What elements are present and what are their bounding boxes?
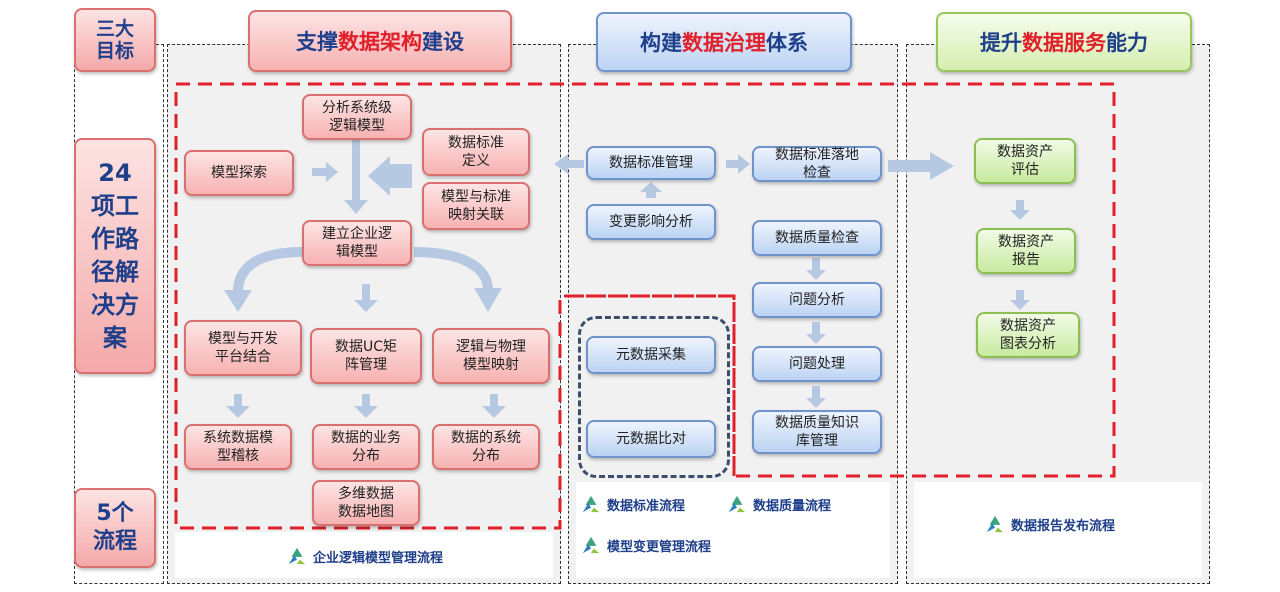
box-quality-knowledge: 数据质量知识 库管理: [752, 410, 882, 454]
label-24-work-items: 24 项工 作路 径解 决方 案: [74, 138, 156, 374]
header-highlight: 数据服务: [1022, 31, 1106, 55]
header-suffix: 体系: [766, 31, 808, 55]
arrow-down: [806, 386, 826, 408]
legend-model-change-flow: 模型变更管理流程: [580, 535, 711, 555]
box-issue-handling: 问题处理: [752, 346, 882, 382]
service-legend-area: [914, 482, 1202, 578]
box-metadata-collect: 元数据采集: [586, 336, 716, 374]
recycle-icon: [582, 536, 600, 554]
box-build-enterprise-model: 建立企业逻 辑模型: [302, 220, 412, 266]
arrow-left: [368, 156, 412, 196]
box-data-system-dist: 数据的系统 分布: [432, 424, 540, 470]
box-analysis-logic-model: 分析系统级 逻辑模型: [302, 94, 412, 140]
arrow-left: [554, 154, 584, 174]
box-model-explore: 模型探索: [184, 150, 294, 196]
box-system-data-audit: 系统数据模 型稽核: [184, 424, 292, 470]
arrow-down: [354, 284, 378, 312]
box-asset-chart: 数据资产 图表分析: [976, 312, 1080, 358]
box-model-dev-platform: 模型与开发 平台结合: [184, 320, 302, 376]
header-highlight: 数据治理: [682, 31, 766, 55]
box-asset-eval: 数据资产 评估: [974, 138, 1076, 184]
legend-label: 数据标准流程: [607, 498, 686, 514]
arrow-curve-left: [233, 247, 303, 293]
box-change-impact: 变更影响分析: [586, 204, 716, 240]
governance-legend-area: [576, 482, 890, 578]
arrow-down: [354, 394, 378, 418]
arrow-down: [226, 394, 250, 418]
box-data-uc-matrix: 数据UC矩 阵管理: [310, 328, 422, 384]
architecture-legend-area: [175, 532, 553, 578]
arrow-down: [806, 258, 826, 280]
header-data-architecture: 支撑数据架构建设: [248, 10, 512, 72]
legend-label: 数据质量流程: [753, 498, 832, 514]
legend-quality-flow: 数据质量流程: [726, 494, 831, 514]
box-standard-mgmt: 数据标准管理: [586, 146, 716, 180]
box-issue-analysis: 问题分析: [752, 282, 882, 318]
box-standard-check: 数据标准落地 检查: [752, 146, 882, 182]
box-multi-dim-map: 多维数据 数据地图: [312, 480, 420, 526]
box-quality-check: 数据质量检查: [752, 220, 882, 256]
header-data-service: 提升数据服务能力: [936, 12, 1192, 72]
legend-label: 企业逻辑模型管理流程: [313, 550, 444, 566]
arrow-down: [344, 140, 368, 214]
legend-enterprise-logic-flow: 企业逻辑模型管理流程: [286, 546, 443, 566]
header-data-governance: 构建数据治理体系: [596, 12, 852, 72]
box-logic-physical-map: 逻辑与物理 模型映射: [432, 328, 550, 384]
box-data-business-dist: 数据的业务 分布: [312, 424, 420, 470]
arrow-curve-right: [413, 247, 493, 291]
header-highlight: 数据架构: [338, 30, 422, 54]
arrow-right: [888, 152, 954, 180]
box-metadata-compare: 元数据比对: [586, 420, 716, 458]
recycle-icon: [288, 547, 306, 565]
header-prefix: 构建: [640, 31, 682, 55]
recycle-icon: [582, 495, 600, 513]
recycle-icon: [728, 495, 746, 513]
recycle-icon: [986, 515, 1004, 533]
box-model-standard-map: 模型与标准 映射关联: [422, 182, 530, 230]
arrow-right: [726, 154, 750, 174]
legend-report-publish-flow: 数据报告发布流程: [984, 514, 1115, 534]
label-5-processes: 5个 流程: [74, 488, 156, 568]
metadata-group-outline: [578, 316, 730, 478]
arrow-down: [1010, 290, 1030, 310]
arrow-up: [640, 182, 662, 198]
arrow-right: [312, 162, 338, 182]
header-suffix: 能力: [1106, 31, 1148, 55]
arrow-curve-right-head: [474, 288, 502, 312]
arrow-down: [806, 322, 826, 344]
legend-label: 模型变更管理流程: [607, 539, 712, 555]
box-asset-report: 数据资产 报告: [976, 228, 1076, 274]
arrow-curve-left-head: [224, 290, 252, 312]
header-prefix: 支撑: [296, 30, 338, 54]
box-data-standard-def: 数据标准 定义: [422, 128, 530, 176]
header-prefix: 提升: [980, 31, 1022, 55]
label-three-goals: 三大 目标: [74, 8, 156, 72]
header-suffix: 建设: [422, 30, 464, 54]
legend-standard-flow: 数据标准流程: [580, 494, 685, 514]
arrow-down: [482, 394, 506, 418]
arrow-down: [1010, 200, 1030, 220]
legend-label: 数据报告发布流程: [1011, 518, 1116, 534]
